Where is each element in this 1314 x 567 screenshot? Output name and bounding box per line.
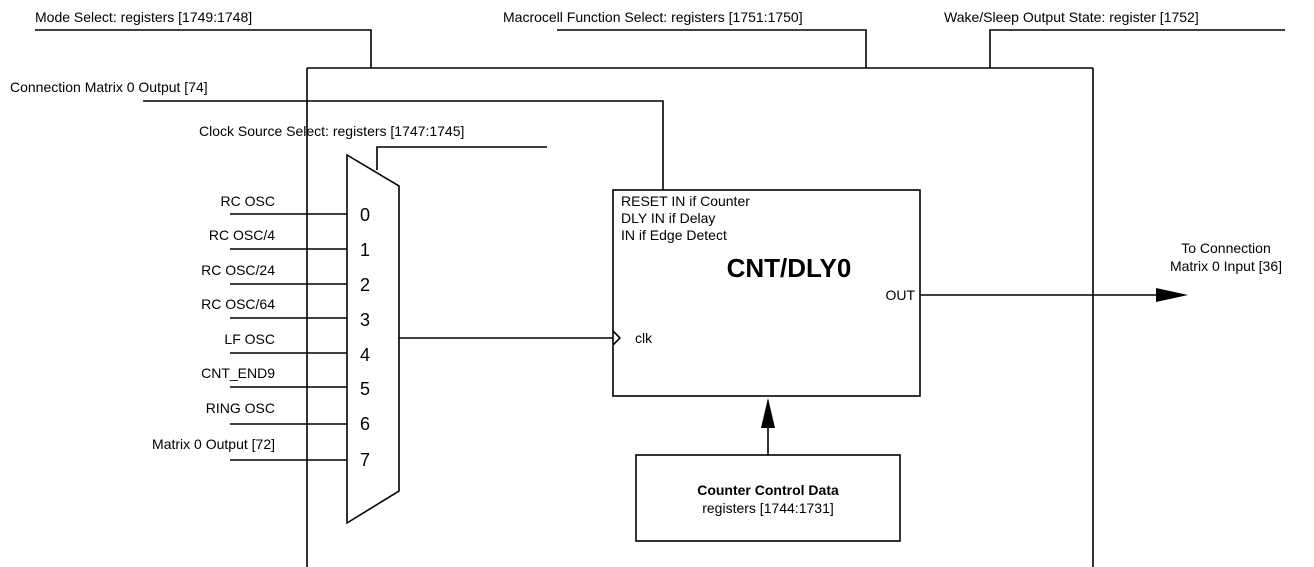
mux-inputs: RC OSC 0 RC OSC/4 1 RC OSC/24 2 RC OSC/6… <box>152 193 370 470</box>
mux-input-number: 7 <box>360 450 370 470</box>
mux-input-number: 6 <box>360 414 370 434</box>
mux-input-number: 1 <box>360 240 370 260</box>
output-arrow-head <box>1156 288 1188 302</box>
mode-select-line <box>35 29 372 68</box>
mux-input-label: RC OSC/4 <box>209 227 275 243</box>
macrocell-function-select-label: Macrocell Function Select: registers [17… <box>503 9 803 25</box>
mux-input-3: RC OSC/64 3 <box>201 296 370 330</box>
wake-sleep-output-state-label: Wake/Sleep Output State: register [1752] <box>944 9 1199 25</box>
clock-source-select-line <box>376 146 547 170</box>
reset-in-text: RESET IN if Counter <box>621 193 750 209</box>
clock-source-select-label: Clock Source Select: registers [1747:174… <box>199 123 464 139</box>
mux-input-number: 5 <box>360 379 370 399</box>
wake-sleep-output-state-line <box>989 29 1285 68</box>
macrocell-function-select-line <box>557 29 867 68</box>
mux-input-label: RC OSC/24 <box>201 262 275 278</box>
mux-input-5: CNT_END9 5 <box>201 365 370 399</box>
mux-input-7: Matrix 0 Output [72] 7 <box>152 436 370 470</box>
counter-control-title: Counter Control Data <box>697 482 839 498</box>
dly-in-text: DLY IN if Delay <box>621 210 715 226</box>
mux-input-0: RC OSC 0 <box>221 193 370 225</box>
mux-input-label: LF OSC <box>224 331 275 347</box>
reset-input-line <box>143 100 664 190</box>
counter-control-arrow-head <box>761 398 775 428</box>
counter-control-box <box>635 454 901 542</box>
connection-matrix-0-output-label: Connection Matrix 0 Output [74] <box>10 79 208 95</box>
mux-input-number: 0 <box>360 205 370 225</box>
cnt-dly0-box <box>612 189 921 397</box>
mux-input-4: LF OSC 4 <box>224 331 370 365</box>
mux-input-number: 2 <box>360 275 370 295</box>
counter-control-subtitle: registers [1744:1731] <box>702 500 834 516</box>
mux-input-label: Matrix 0 Output [72] <box>152 436 275 452</box>
mux-input-number: 3 <box>360 310 370 330</box>
mux-input-label: CNT_END9 <box>201 365 275 381</box>
output-label-line2: Matrix 0 Input [36] <box>1170 258 1282 274</box>
clk-pin-label: clk <box>635 330 653 346</box>
mux-input-label: RING OSC <box>206 400 275 416</box>
mux-input-label: RC OSC/64 <box>201 296 275 312</box>
mux-input-number: 4 <box>360 345 370 365</box>
in-edge-detect-text: IN if Edge Detect <box>621 227 727 243</box>
mux-input-6: RING OSC 6 <box>206 400 370 434</box>
output-label-line1: To Connection <box>1181 240 1271 256</box>
mode-select-label: Mode Select: registers [1749:1748] <box>35 9 252 25</box>
cnt-dly0-title: CNT/DLY0 <box>727 253 852 283</box>
mux-input-1: RC OSC/4 1 <box>209 227 370 260</box>
cnt-dly0-block: RESET IN if Counter DLY IN if Delay IN i… <box>612 189 921 397</box>
clock-mux <box>346 153 400 525</box>
mux-input-label: RC OSC <box>221 193 275 209</box>
out-pin-label: OUT <box>885 287 915 303</box>
clock-input-triangle <box>612 330 622 346</box>
mux-input-2: RC OSC/24 2 <box>201 262 370 295</box>
